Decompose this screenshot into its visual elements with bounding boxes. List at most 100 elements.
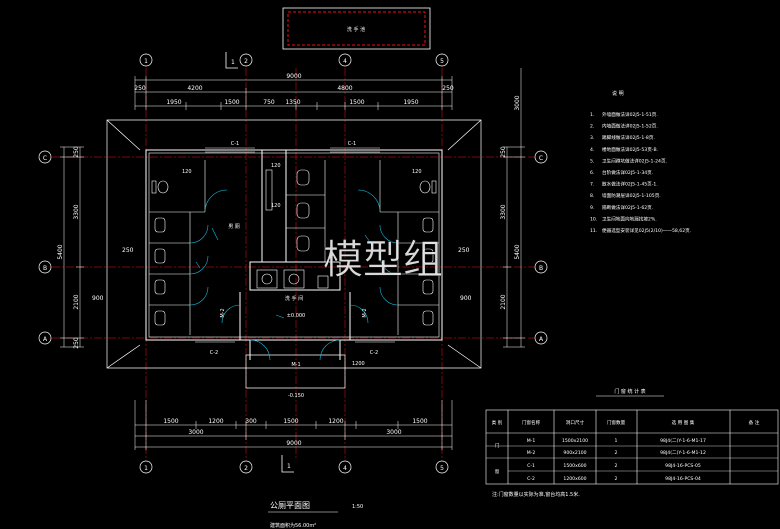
sinks: [256, 269, 329, 289]
walls: [145, 149, 443, 360]
svg-text:750: 750: [263, 99, 275, 106]
table-cell: 98J4(二)Y-1-6-M1-17: [660, 438, 706, 444]
table-cell: 2: [615, 463, 618, 469]
table-header-cell: 门窗数量: [607, 419, 626, 426]
design-notes: 说 明 1.外墙面做法详02J5-1-51页.2.内墙面做法详02J5-1-52…: [590, 90, 691, 234]
svg-text:3300: 3300: [73, 204, 80, 219]
table-header-cell: 类 别: [492, 419, 503, 426]
note-text: 卫生间地面向地漏找坡2%.: [602, 215, 657, 222]
table-cell: 1200x600: [563, 476, 586, 482]
svg-text:1950: 1950: [166, 99, 181, 106]
table-header-cell: 备 注: [749, 419, 760, 426]
note-number: 8.: [590, 193, 594, 199]
svg-text:1200: 1200: [352, 361, 365, 367]
svg-text:3000: 3000: [386, 429, 401, 436]
svg-text:5400: 5400: [514, 244, 521, 259]
svg-text:3000: 3000: [514, 95, 521, 110]
axis-centerlines: [52, 68, 540, 460]
axis-label: A: [539, 336, 544, 343]
right-dimensions: [503, 68, 525, 348]
table-cell: C-2: [527, 476, 535, 482]
svg-text:4200: 4200: [187, 85, 202, 92]
table-header-cell: 洞口尺寸: [566, 419, 585, 426]
svg-text:120: 120: [271, 203, 281, 209]
axis-markers-bottom: 1 2 4 5: [139, 460, 449, 474]
urinals: [265, 160, 326, 262]
axis-label: 2: [244, 465, 248, 472]
table-cell: 2: [615, 476, 618, 482]
note-number: 2.: [590, 124, 594, 130]
svg-text:250: 250: [134, 85, 146, 92]
bottom-dimensions: [134, 400, 453, 450]
axis-label: A: [43, 336, 48, 343]
sheet-number-bottom: 1: [287, 463, 291, 470]
table-title: 门 窗 统 计 表: [614, 388, 645, 395]
table-cell: 900x2100: [563, 450, 586, 456]
svg-text:250: 250: [500, 146, 507, 158]
axis-label: B: [539, 265, 543, 272]
notes-list: 1.外墙面做法详02J5-1-51页.2.内墙面做法详02J5-1-52页.3.…: [590, 111, 691, 234]
top-dimensions: [134, 76, 453, 110]
table-cell: 1500x2100: [562, 438, 588, 444]
note-number: 5.: [590, 158, 594, 164]
window-c1-label: C-1: [348, 141, 356, 147]
bottom-dimension-text: 1500 1200 300 1500 1200 1500 3000 3000 9…: [163, 418, 427, 447]
svg-text:1200: 1200: [328, 418, 343, 425]
plan-title: 公厕平面图: [270, 501, 310, 510]
note-text: 便器选型安装详见02J5(2/10)一一58,62页.: [602, 227, 691, 234]
axis-label: 5: [440, 58, 444, 65]
stalls-right: [379, 160, 439, 335]
axis-label: 4: [343, 58, 347, 65]
svg-text:1500: 1500: [163, 418, 178, 425]
note-number: 9.: [590, 205, 594, 211]
svg-text:120: 120: [271, 163, 281, 169]
left-dimensions: [60, 146, 84, 348]
table-category-cell: 门: [495, 442, 500, 449]
area-text: 建筑面积为56.00m²: [270, 522, 316, 529]
svg-text:250: 250: [122, 247, 134, 254]
svg-text:900: 900: [92, 295, 104, 302]
axis-label: 2: [244, 58, 248, 65]
table-cell: M-1: [527, 438, 536, 444]
top-dimension-text: 9000 4200 4800 250 250 1950 1500 750 135…: [134, 73, 454, 106]
axis-label: 5: [440, 465, 444, 472]
svg-text:-0.150: -0.150: [288, 393, 304, 399]
room-label-wash: 洗 手 间: [285, 295, 303, 302]
axis-label: 1: [144, 465, 148, 472]
floor-level: ±0.000: [287, 313, 306, 319]
note-text: 外墙面做法详02J5-1-51页.: [602, 111, 658, 118]
door-m2-label: M-2: [220, 308, 226, 317]
door-m2-label: M-2: [362, 308, 368, 317]
svg-text:900: 900: [460, 295, 472, 302]
window-c2-label: C-2: [210, 350, 218, 356]
svg-text:250: 250: [73, 146, 80, 158]
axis-label: 1: [144, 58, 148, 65]
note-number: 10.: [590, 216, 597, 222]
svg-text:250: 250: [73, 337, 80, 349]
table-cell: 98J4-16-PCS-05: [665, 463, 701, 469]
room-label-men: 男 厕: [228, 224, 240, 230]
table-cell: 2: [615, 450, 618, 456]
table-category-cell: 窗: [495, 468, 500, 475]
plan-title-block: 公厕平面图 1:50 建筑面积为56.00m²: [268, 501, 363, 529]
table-cell: 98J4(二)Y-1-6-M1-12: [660, 450, 706, 456]
table-cell: 1500x600: [563, 463, 586, 469]
right-dimension-text: 3000 5400 3300 2100 250 900 250: [458, 95, 521, 309]
axis-label: C: [539, 155, 543, 162]
note-number: 3.: [590, 135, 594, 141]
svg-text:1500: 1500: [412, 418, 427, 425]
note-text: 楼地面做法详02J5-53页-B.: [602, 146, 658, 153]
svg-text:1500: 1500: [349, 99, 364, 106]
axis-markers-sides: C B A C B A: [38, 150, 548, 345]
axis-markers-top: 1 2 4 5: [139, 53, 449, 67]
plan-labels: C-1 C-1 C-2 C-2 M-1 M-2 M-2 洗 手 间 男 厕 ±0…: [182, 141, 422, 399]
svg-text:1500: 1500: [224, 99, 239, 106]
title-box: 洗 手 池: [282, 7, 431, 50]
table-cell: 1: [615, 438, 618, 444]
svg-text:250: 250: [442, 85, 454, 92]
note-text: 散水做法详02J5-1-45页-1.: [602, 181, 658, 188]
notes-heading: 说 明: [612, 90, 624, 97]
